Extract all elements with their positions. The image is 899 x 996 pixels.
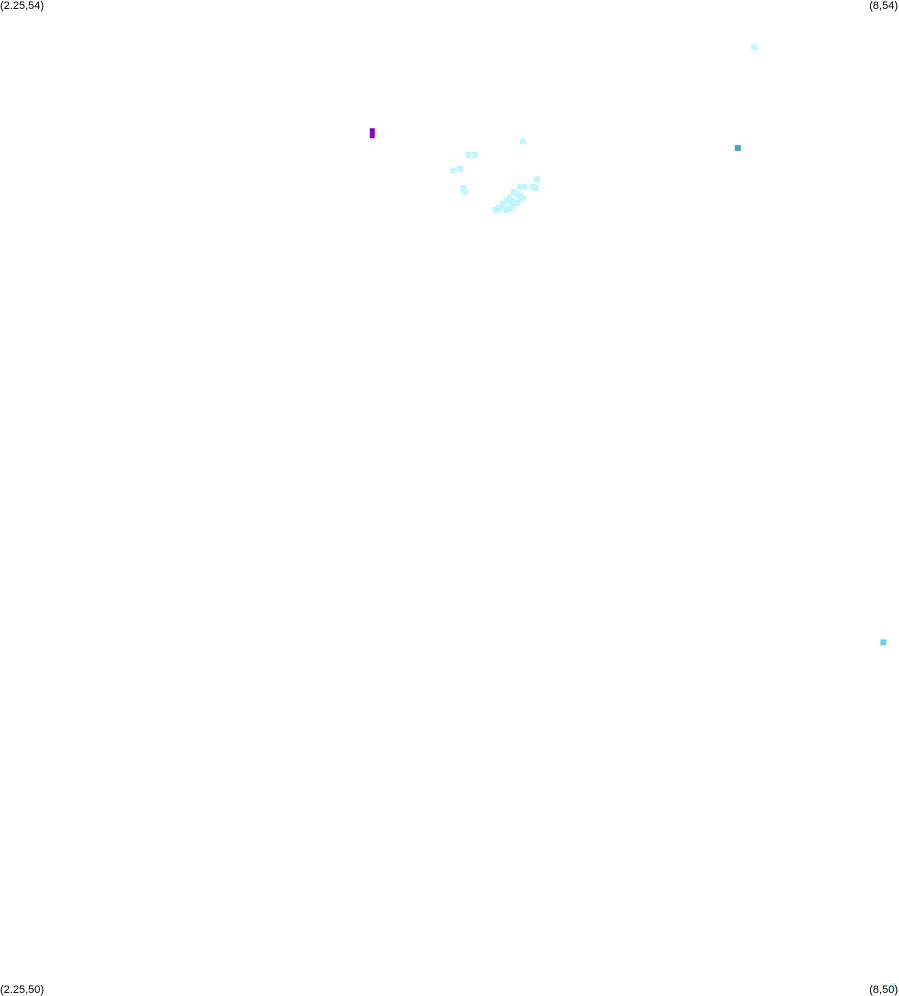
map-point-1	[369, 128, 375, 139]
map-point-30	[880, 639, 887, 646]
map-point-4	[465, 151, 472, 158]
map-point-17	[520, 195, 526, 201]
map-point-19	[509, 198, 515, 205]
corner-label-bottom-left: (2.25,50)	[0, 984, 45, 996]
map-point-21	[499, 201, 506, 208]
map-point-22	[509, 203, 516, 210]
map-point-14	[513, 191, 520, 198]
map-point-12	[532, 185, 539, 191]
map-point-6	[450, 167, 457, 174]
map-point-0	[751, 44, 758, 51]
corner-label-top-left: (2.25,54)	[0, 0, 45, 12]
map-point-5	[472, 151, 479, 158]
map-point-16	[506, 195, 513, 201]
map-point-26	[503, 207, 510, 214]
map-point-8	[533, 176, 540, 183]
map-point-2	[734, 144, 741, 151]
map-point-25	[492, 206, 499, 213]
map-point-29	[461, 188, 468, 195]
map-point-10	[521, 183, 528, 190]
map-point-18	[503, 197, 510, 204]
map-point-13	[510, 188, 517, 195]
corner-label-top-right: (8,54)	[869, 0, 898, 12]
corner-label-bottom-right: (8,50)	[869, 984, 898, 996]
data-points	[369, 44, 897, 989]
map-point-28	[460, 185, 467, 191]
map-point-20	[514, 199, 521, 206]
map-point-31	[890, 983, 897, 989]
map-point-7	[457, 165, 464, 172]
map-point-11	[516, 183, 523, 190]
map-point-3	[520, 138, 526, 145]
map-point-27	[496, 205, 503, 212]
